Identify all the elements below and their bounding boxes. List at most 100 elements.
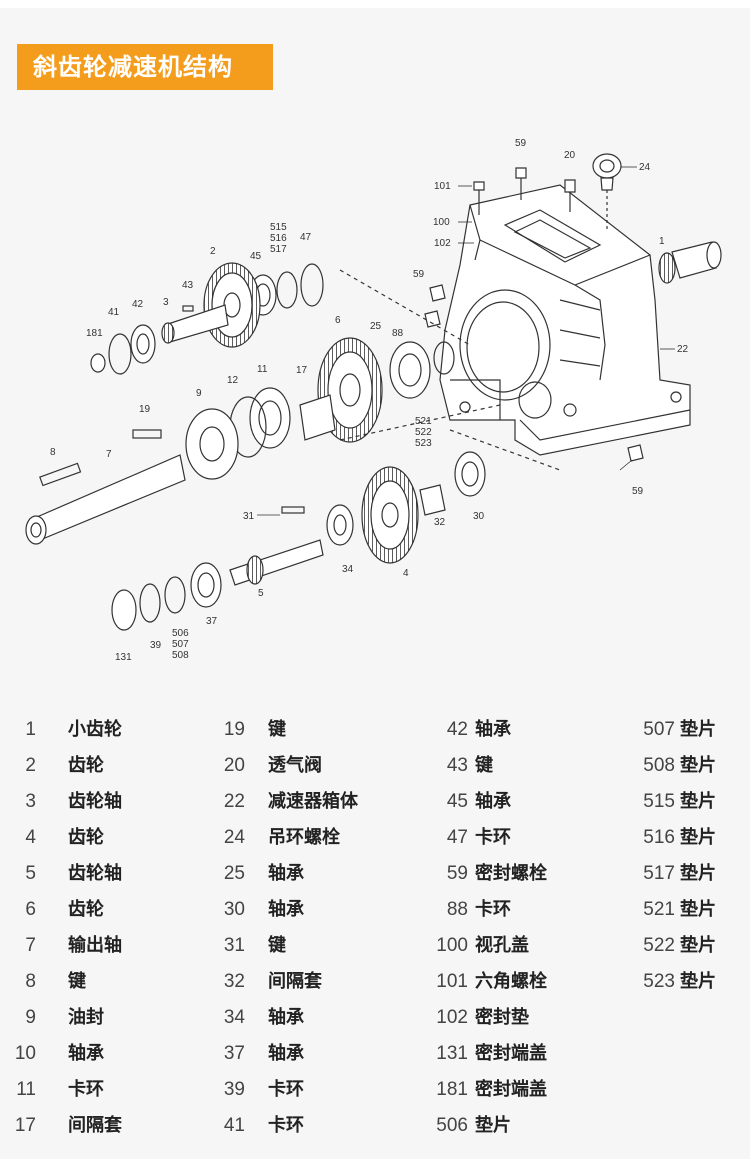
callout-181: 181 [86,328,103,339]
callout-516: 516 [270,233,287,244]
callout-17: 17 [296,365,308,376]
part-number: 100 [436,935,468,956]
callout-1: 1 [659,236,665,247]
part-name: 垫片 [680,899,716,920]
callout-leaders [257,166,675,516]
exploded-view-diagram: 1 2 3 4 5 6 7 8 9 11 12 17 19 20 22 24 2… [25,138,722,663]
part-number: 39 [223,1079,245,1100]
part-name: 油封 [68,1007,104,1028]
callout-4: 4 [403,568,409,579]
callout-11: 11 [257,364,268,375]
part-number: 25 [223,863,245,884]
top-fasteners [424,153,644,462]
part-name: 卡环 [475,899,511,920]
part-number: 523 [643,971,675,992]
part-number: 20 [223,755,245,776]
part-number: 3 [25,791,36,812]
part-name: 轴承 [268,863,304,884]
callout-59-top: 59 [515,138,527,149]
part-name: 卡环 [68,1079,104,1100]
part-name: 减速器箱体 [268,791,358,812]
callout-42: 42 [132,299,144,310]
part-name: 齿轮 [68,899,104,920]
part-name: 轴承 [475,791,511,812]
part-name: 小齿轮 [68,719,122,740]
part-number: 34 [223,1007,245,1028]
part-row: 43 键 [410,748,610,784]
upper-assembly [90,262,324,375]
part-row: 100 视孔盖 [410,928,610,964]
part-number: 10 [14,1043,36,1064]
callout-100: 100 [433,217,450,228]
callout-521: 521 [415,416,432,427]
part-row: 45 轴承 [410,784,610,820]
callout-24: 24 [639,162,651,173]
part-name: 卡环 [475,827,511,848]
part-number: 19 [223,719,245,740]
part-name: 视孔盖 [475,935,529,956]
part-number: 45 [446,791,468,812]
callout-31: 31 [243,511,255,522]
callout-9: 9 [196,388,202,399]
part-name: 键 [268,935,286,956]
part-name: 垫片 [680,863,716,884]
part-name: 密封垫 [475,1007,529,1028]
callout-102: 102 [434,238,451,249]
part-number: 88 [446,899,468,920]
part-number: 521 [643,899,675,920]
callout-25: 25 [370,321,382,332]
part-name: 密封端盖 [475,1043,547,1064]
callout-47: 47 [300,232,312,243]
part-name: 垫片 [680,827,716,848]
part-name: 键 [268,719,286,740]
part-number: 17 [14,1115,36,1136]
part-number: 515 [643,791,675,812]
callout-517: 517 [270,244,287,255]
callout-32: 32 [434,517,446,528]
part-name: 轴承 [268,899,304,920]
part-name: 间隔套 [268,971,322,992]
callout-19: 19 [139,404,151,415]
part-row: 19 键 [205,712,405,748]
part-name: 轴承 [68,1043,104,1064]
part-row: 10 轴承 [0,1036,200,1072]
callout-101: 101 [434,181,451,192]
callout-5: 5 [258,588,264,599]
callout-131: 131 [115,652,132,663]
part-number: 102 [436,1007,468,1028]
part-number: 101 [436,971,468,992]
callout-508: 508 [172,650,189,661]
callout-7: 7 [106,449,112,460]
callout-43: 43 [182,280,194,291]
callout-506: 506 [172,628,189,639]
part-number: 24 [223,827,245,848]
part-name: 键 [475,755,493,776]
part-number: 43 [446,755,468,776]
